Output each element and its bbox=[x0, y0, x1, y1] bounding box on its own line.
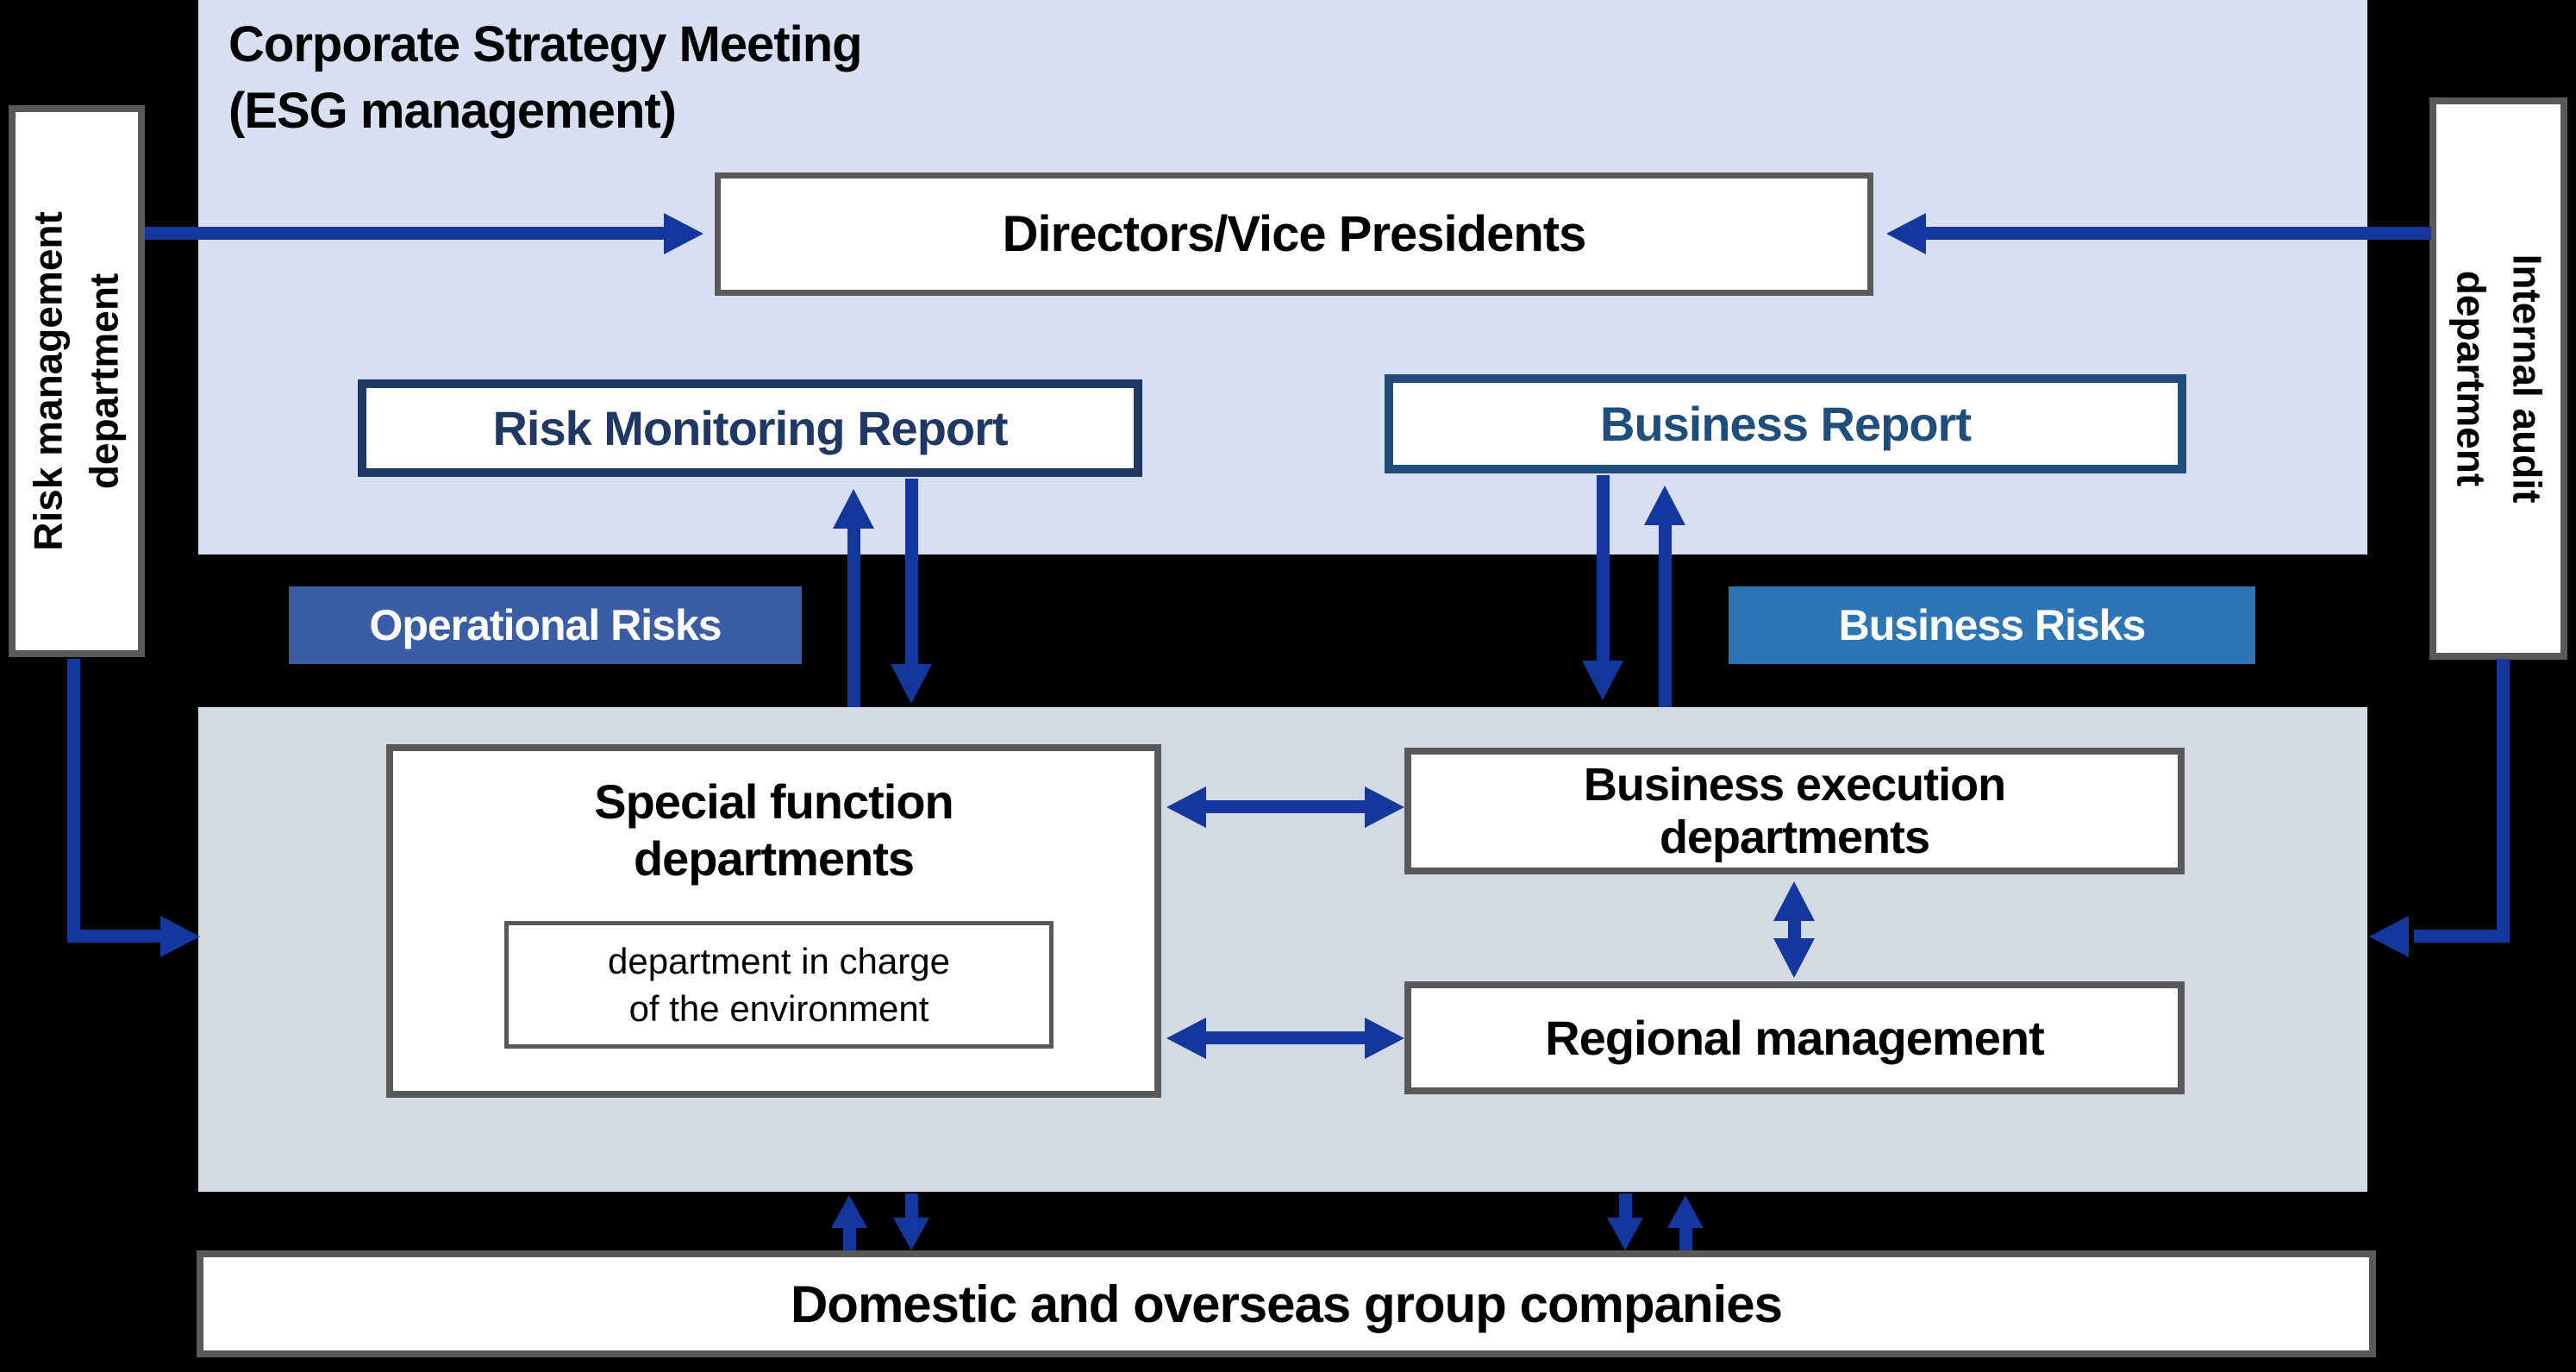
internal-audit-department-label: Internal audit department bbox=[2442, 254, 2555, 504]
risk-management-department-label: Risk management department bbox=[21, 211, 134, 551]
business-execution-departments-box: Business execution departments bbox=[1404, 748, 2185, 874]
business-execution-line2: departments bbox=[1659, 811, 1930, 863]
regional-management-box: Regional management bbox=[1404, 981, 2185, 1094]
business-execution-line1: Business execution bbox=[1583, 759, 2006, 811]
special-function-line1: Special function bbox=[594, 774, 954, 829]
group-companies-box: Domestic and overseas group companies bbox=[197, 1250, 2376, 1357]
regional-management-label: Regional management bbox=[1545, 1011, 2044, 1065]
special-function-departments-box: Special function departments department … bbox=[386, 744, 1161, 1098]
risk-dept-line2: department bbox=[82, 273, 127, 490]
operational-risks-text: Operational Risks bbox=[369, 601, 722, 649]
special-function-title: Special function departments bbox=[393, 774, 1154, 887]
audit-dept-line2: department bbox=[2448, 270, 2493, 487]
internal-audit-department-box: Internal audit department bbox=[2429, 97, 2567, 660]
group-companies-label: Domestic and overseas group companies bbox=[790, 1275, 1783, 1333]
risk-monitoring-label: Risk Monitoring Report bbox=[492, 401, 1008, 455]
business-risks-label: Business Risks bbox=[1729, 586, 2255, 664]
directors-vice-presidents-box: Directors/Vice Presidents bbox=[715, 172, 1873, 296]
environment-line2: of the environment bbox=[628, 988, 929, 1029]
risk-management-department-box: Risk management department bbox=[9, 105, 145, 657]
risk-monitoring-report-box: Risk Monitoring Report bbox=[358, 379, 1142, 477]
environment-department-box: department in charge of the environment bbox=[504, 921, 1054, 1049]
title-line2: (ESG management) bbox=[228, 82, 677, 139]
business-risks-text: Business Risks bbox=[1838, 601, 2147, 649]
business-report-box: Business Report bbox=[1385, 374, 2186, 473]
environment-line1: department in charge bbox=[608, 940, 950, 981]
business-report-label: Business Report bbox=[1600, 397, 1972, 451]
title-line1: Corporate Strategy Meeting bbox=[228, 16, 863, 72]
special-function-line2: departments bbox=[633, 831, 915, 886]
page-title: Corporate Strategy Meeting (ESG manageme… bbox=[228, 12, 863, 144]
operational-risks-label: Operational Risks bbox=[289, 586, 802, 664]
audit-dept-line1: Internal audit bbox=[2504, 254, 2550, 504]
directors-label: Directors/Vice Presidents bbox=[1002, 206, 1587, 262]
risk-dept-line1: Risk management bbox=[25, 211, 71, 551]
